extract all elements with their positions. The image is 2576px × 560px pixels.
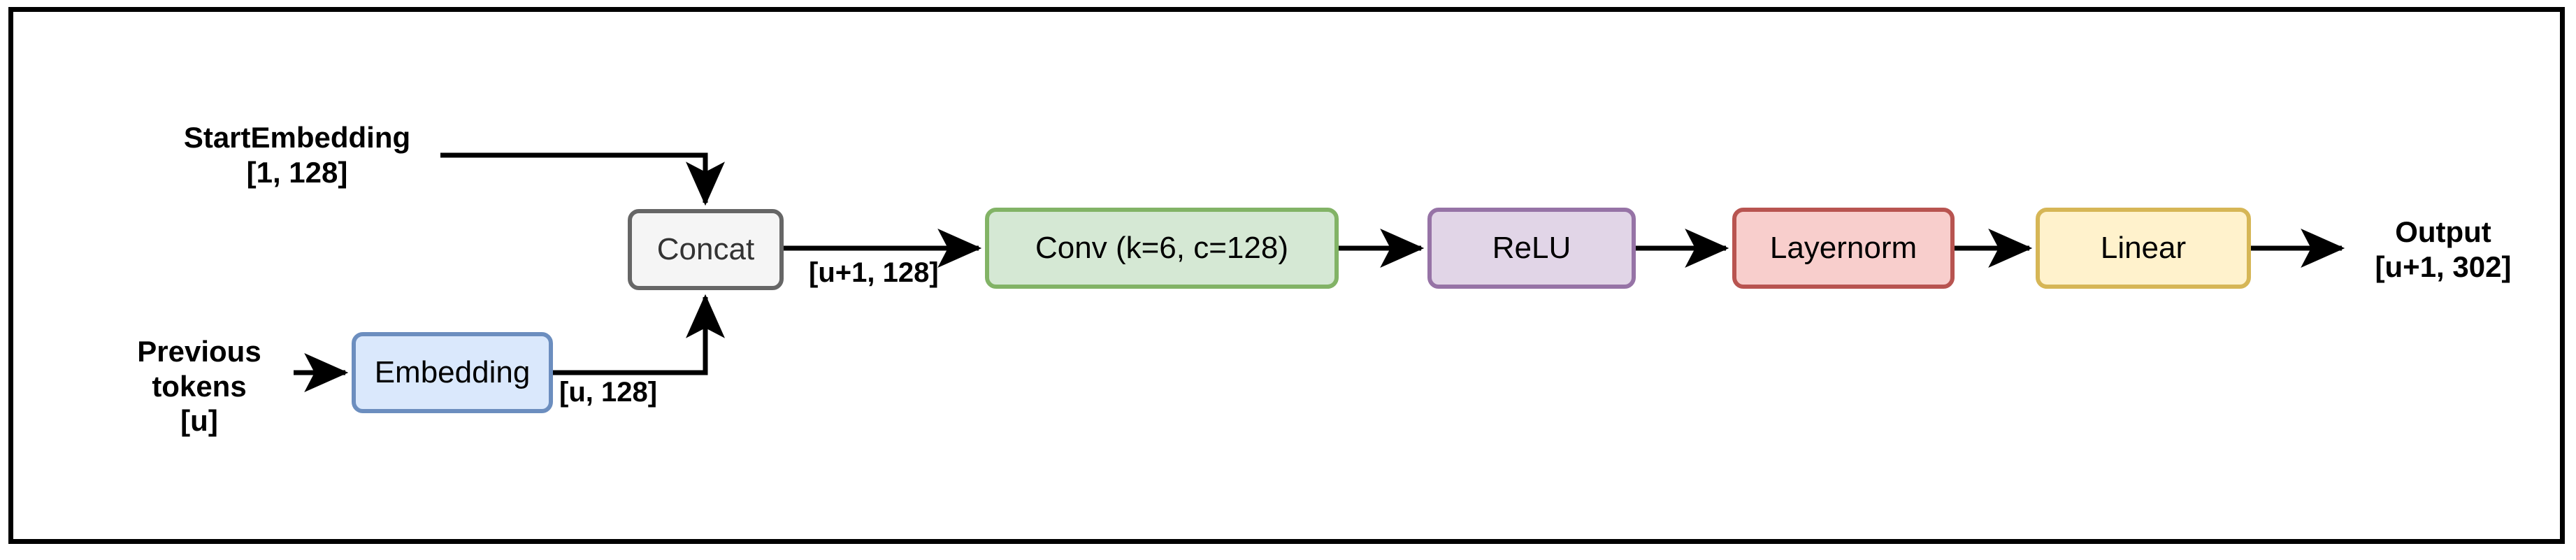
label-start-embedding-line2: [1, 128] [246, 155, 348, 189]
label-output-line2: [u+1, 302] [2375, 250, 2512, 283]
label-previous-tokens: Previous tokens [u] [119, 334, 280, 438]
label-start-embedding-line1: StartEmbedding [183, 121, 411, 154]
label-output: Output [u+1, 302] [2356, 215, 2531, 284]
node-relu[interactable]: ReLU [1427, 208, 1636, 289]
node-concat[interactable]: Concat [628, 209, 784, 290]
label-start-embedding: StartEmbedding [1, 128] [154, 120, 440, 189]
node-layernorm[interactable]: Layernorm [1732, 208, 1955, 289]
edge-label-concat-to-conv: [u+1, 128] [809, 257, 939, 288]
node-conv[interactable]: Conv (k=6, c=128) [985, 208, 1339, 289]
label-previous-tokens-line2: tokens [152, 369, 247, 403]
label-previous-tokens-line1: Previous [137, 335, 261, 368]
label-previous-tokens-line3: [u] [180, 404, 218, 438]
label-output-line1: Output [2395, 215, 2491, 248]
node-linear[interactable]: Linear [2036, 208, 2251, 289]
edge-label-embedding-to-concat: [u, 128] [559, 377, 658, 408]
node-embedding[interactable]: Embedding [352, 332, 553, 413]
